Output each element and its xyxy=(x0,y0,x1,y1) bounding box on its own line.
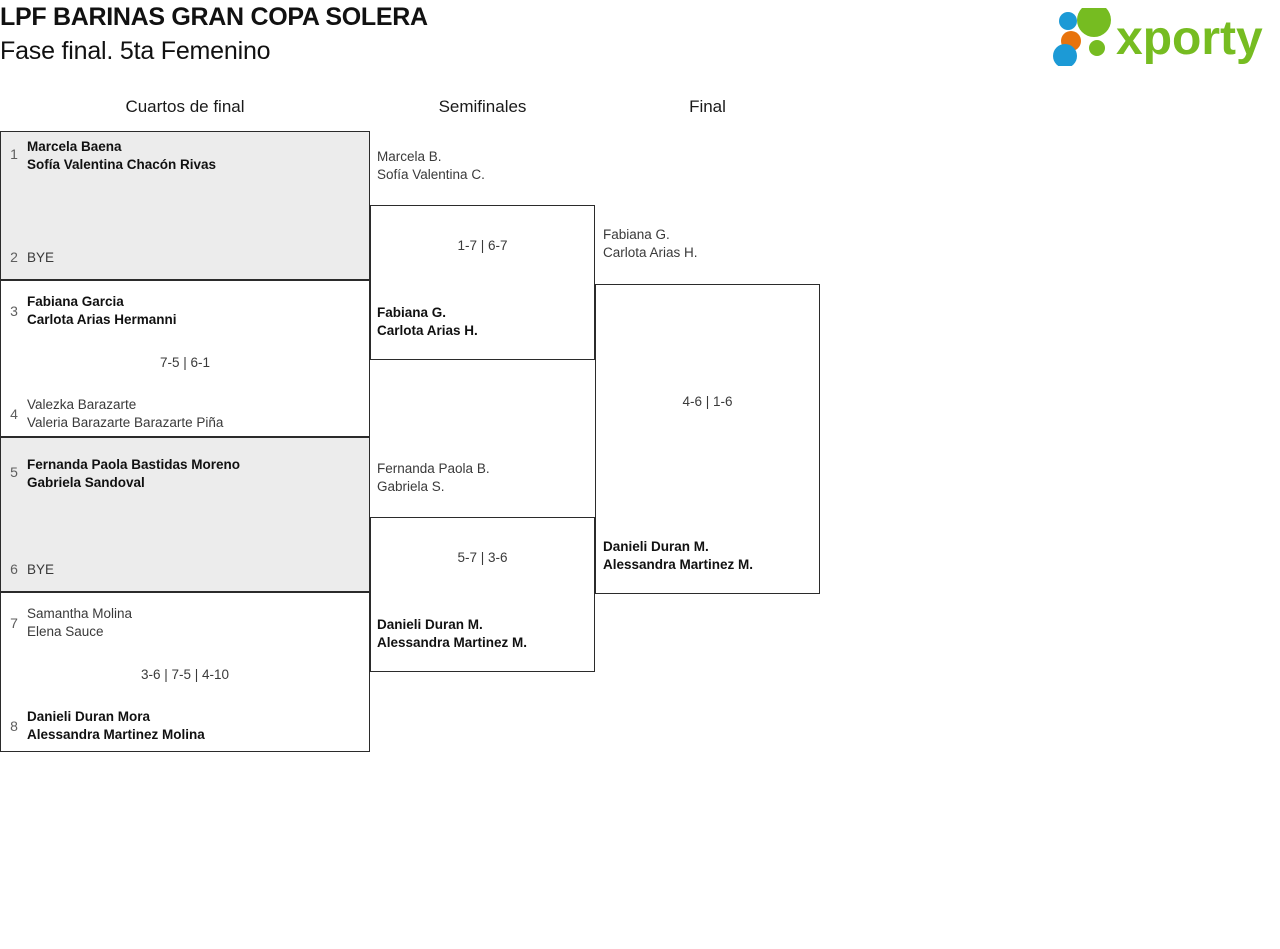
match-score: 7-5 | 6-1 xyxy=(159,355,211,370)
team-player-2: Gabriela S. xyxy=(377,479,445,494)
final-team-bottom[interactable]: Danieli Duran M. Alessandra Martinez M. xyxy=(603,538,753,574)
sf-2-team-bottom[interactable]: Danieli Duran M. Alessandra Martinez M. xyxy=(377,616,527,652)
team-player-1: Fernanda Paola Bastidas Moreno xyxy=(27,457,241,472)
team-player-1: BYE xyxy=(27,250,55,265)
match-score: 3-6 | 7-5 | 4-10 xyxy=(140,667,230,682)
team-player-2: Alessandra Martinez M. xyxy=(603,557,754,572)
team-player-1: Fabiana Garcia xyxy=(27,294,124,309)
team-player-1: Fabiana G. xyxy=(377,305,447,320)
match-sf-2[interactable]: 5-7 | 3-6 xyxy=(370,517,595,672)
team-player-2: Valeria Barazarte Barazarte Piña xyxy=(27,415,224,430)
round-header-semifinals: Semifinales xyxy=(438,97,527,116)
team-top[interactable]: Fernanda Paola Bastidas Moreno Gabriela … xyxy=(27,456,363,492)
team-player-1: Valezka Barazarte xyxy=(27,397,137,412)
tournament-phase: Fase final. 5ta Femenino xyxy=(0,37,271,65)
team-player-2: Carlota Arias H. xyxy=(603,245,698,260)
seed-number: 2 xyxy=(10,249,18,265)
sf-1-team-bottom[interactable]: Fabiana G. Carlota Arias H. xyxy=(377,304,478,340)
team-player-1: Fabiana G. xyxy=(603,227,670,242)
final-team-top[interactable]: Fabiana G. Carlota Arias H. xyxy=(603,226,698,262)
page-title: LPF BARINAS GRAN COPA SOLERA Fase final.… xyxy=(0,0,900,68)
seed-number: 1 xyxy=(10,146,18,162)
team-bottom[interactable]: BYE xyxy=(27,249,363,267)
svg-text:xporty: xporty xyxy=(1116,12,1263,65)
seed-number: 6 xyxy=(10,561,18,577)
xporty-logo[interactable]: xporty xyxy=(1050,8,1276,66)
team-bottom[interactable]: BYE xyxy=(27,561,363,579)
team-player-1: Marcela B. xyxy=(377,149,442,164)
team-bottom[interactable]: Danieli Duran Mora Alessandra Martinez M… xyxy=(27,708,363,744)
seed-number: 4 xyxy=(10,406,18,422)
match-score: 1-7 | 6-7 xyxy=(457,238,508,253)
team-player-1: Danieli Duran Mora xyxy=(27,709,151,724)
team-bottom[interactable]: Valezka Barazarte Valeria Barazarte Bara… xyxy=(27,396,363,432)
team-player-1: Marcela Baena xyxy=(27,139,122,154)
match-qf-3[interactable]: 5 Fernanda Paola Bastidas Moreno Gabriel… xyxy=(0,437,370,592)
team-player-2: Carlota Arias H. xyxy=(377,323,478,338)
match-score: 5-7 | 3-6 xyxy=(457,550,508,565)
team-player-1: Danieli Duran M. xyxy=(603,539,709,554)
match-qf-4[interactable]: 7 Samantha Molina Elena Sauce 3-6 | 7-5 … xyxy=(0,592,370,752)
match-sf-1[interactable]: 1-7 | 6-7 xyxy=(370,205,595,360)
team-top[interactable]: Samantha Molina Elena Sauce xyxy=(27,605,363,641)
match-final[interactable]: 4-6 | 1-6 xyxy=(595,284,820,594)
tournament-name: LPF BARINAS GRAN COPA SOLERA xyxy=(0,3,428,31)
seed-number: 8 xyxy=(10,718,18,734)
round-header-final: Final xyxy=(689,97,726,116)
team-player-1: Danieli Duran M. xyxy=(377,617,483,632)
match-qf-1[interactable]: 1 Marcela Baena Sofía Valentina Chacón R… xyxy=(0,131,370,280)
team-player-2: Sofía Valentina C. xyxy=(377,167,485,182)
team-top[interactable]: Marcela Baena Sofía Valentina Chacón Riv… xyxy=(27,138,363,174)
sf-1-team-top[interactable]: Marcela B. Sofía Valentina C. xyxy=(377,148,485,184)
seed-number: 5 xyxy=(10,464,18,480)
team-player-1: Samantha Molina xyxy=(27,606,133,621)
round-header-quarterfinals: Cuartos de final xyxy=(125,97,245,116)
team-player-1: BYE xyxy=(27,562,55,577)
seed-number: 7 xyxy=(10,615,18,631)
seed-number: 3 xyxy=(10,303,18,319)
team-player-2: Elena Sauce xyxy=(27,624,104,639)
team-player-1: Fernanda Paola B. xyxy=(377,461,490,476)
match-score: 4-6 | 1-6 xyxy=(682,394,733,409)
team-player-2: Sofía Valentina Chacón Rivas xyxy=(27,157,217,172)
match-qf-2[interactable]: 3 Fabiana Garcia Carlota Arias Hermanni … xyxy=(0,280,370,437)
sf-2-team-top[interactable]: Fernanda Paola B. Gabriela S. xyxy=(377,460,490,496)
team-player-2: Alessandra Martinez M. xyxy=(377,635,528,650)
team-player-2: Gabriela Sandoval xyxy=(27,475,145,490)
team-player-2: Alessandra Martinez Molina xyxy=(27,727,205,742)
team-top[interactable]: Fabiana Garcia Carlota Arias Hermanni xyxy=(27,293,363,329)
team-player-2: Carlota Arias Hermanni xyxy=(27,312,177,327)
